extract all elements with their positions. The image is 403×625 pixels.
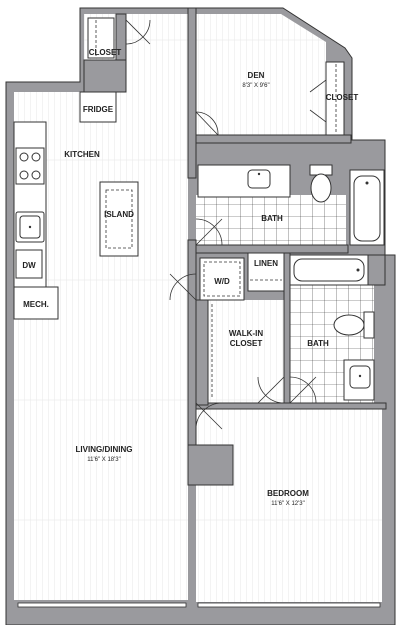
- linen-closet: [247, 252, 285, 292]
- closet-top-label: CLOSET: [89, 48, 122, 57]
- windows: [17, 602, 381, 608]
- living-floor: [14, 14, 188, 600]
- fridge-label: FRIDGE: [83, 105, 114, 114]
- stove: [15, 147, 45, 185]
- bath-top-fixtures: [195, 164, 385, 246]
- bedroom-door: [195, 402, 223, 430]
- closet-top: [87, 17, 115, 59]
- fridge: [79, 91, 117, 123]
- closet-den-door: [309, 79, 327, 123]
- bedroom-floor: [196, 408, 382, 602]
- linen-label: LINEN: [254, 259, 278, 268]
- bedroom-size: 11'6" X 12'3": [271, 501, 304, 507]
- den-door: [195, 111, 219, 136]
- walkin-floor: [208, 300, 284, 403]
- bedroom-label: BEDROOM: [267, 489, 309, 498]
- living-size: 11'6" X 18'3": [87, 457, 120, 463]
- wd-closet: [199, 257, 245, 301]
- kitchen-label: KITCHEN: [64, 150, 100, 159]
- walkin-label-2: CLOSET: [230, 339, 263, 348]
- dw-label: DW: [22, 261, 36, 270]
- walkin-label: WALK-IN: [229, 329, 263, 338]
- bath-mid-label: BATH: [307, 339, 329, 348]
- dishwasher: [15, 249, 43, 279]
- walkin-door: [257, 376, 285, 404]
- living-label: LIVING/DINING: [76, 445, 133, 454]
- kitchen-sink: [15, 211, 45, 243]
- den-size: 8'3" X 9'6": [242, 83, 269, 89]
- wd-door: [169, 273, 197, 301]
- closet-den-label: CLOSET: [326, 93, 359, 102]
- bath-top-label: BATH: [261, 214, 283, 223]
- den-label: DEN: [248, 71, 265, 80]
- den-floor: [196, 14, 344, 135]
- bath-mid-fixtures: [289, 254, 375, 404]
- closet-top-door: [125, 19, 151, 45]
- island-label: ISLAND: [104, 210, 134, 219]
- mech-label: MECH.: [23, 300, 49, 309]
- wd-label: W/D: [214, 277, 230, 286]
- mech-closet: [13, 286, 59, 320]
